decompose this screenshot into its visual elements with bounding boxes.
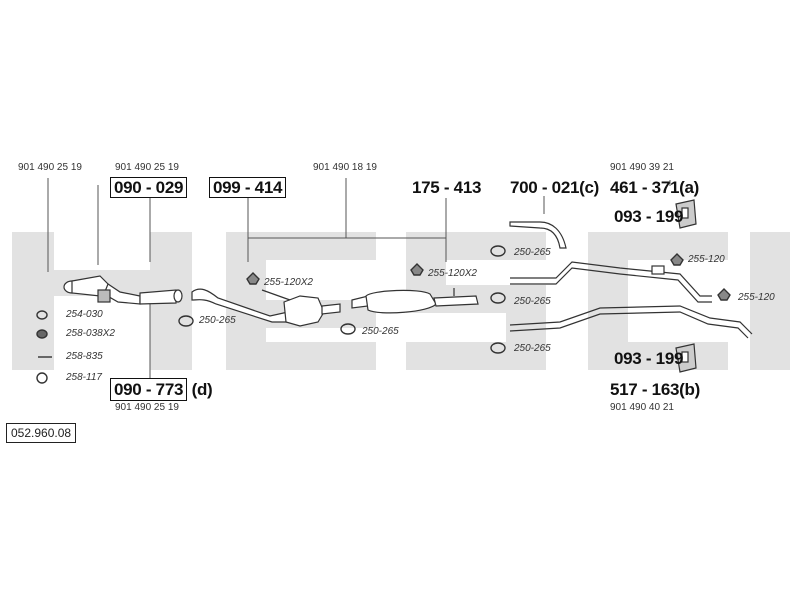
acc-clamp-tail-3: 250-265 <box>514 343 551 354</box>
part-rear-silencer-b[interactable]: 517 - 163(b) <box>610 380 700 399</box>
part-catalyst[interactable]: 099 - 414 <box>209 177 287 198</box>
catalog-number: 052.960.08 <box>6 423 77 443</box>
rear-pipes[interactable] <box>509 261 753 339</box>
acc-bolt-front: 258-835 <box>66 351 103 362</box>
acc-clamp-tail-1: 250-265 <box>514 247 551 258</box>
part-rear-silencer-a[interactable]: 461 - 371(a) <box>610 178 700 197</box>
catalyst[interactable] <box>191 288 341 327</box>
acc-ring-front: 258-038X2 <box>66 328 115 339</box>
part-front-pipe-alt-number[interactable]: 090 - 773 <box>110 378 188 401</box>
oem-rear-lower: 901 490 40 21 <box>610 402 674 413</box>
part-front-pipe-alt[interactable]: 090 - 773 (d) <box>110 378 213 401</box>
acc-clamp-mid: 250-265 <box>362 326 399 337</box>
acc-clamp-front-1: 254-030 <box>66 309 103 320</box>
part-mount-lower[interactable]: 093 - 199 <box>614 349 684 368</box>
acc-clamp-cat-2: 255-120X2 <box>264 277 313 288</box>
acc-clamp-tail-2: 250-265 <box>514 296 551 307</box>
oem-middle: 901 490 18 19 <box>313 162 377 173</box>
acc-gasket-front: 258-117 <box>66 372 102 383</box>
part-middle-silencer[interactable]: 175 - 413 <box>412 178 482 197</box>
acc-clamp-rear-1: 255-120 <box>688 254 725 265</box>
oem-rear-upper: 901 490 39 21 <box>610 162 674 173</box>
part-tail-pipe[interactable]: 700 - 021(c) <box>510 178 600 197</box>
acc-clamp-mid-2: 255-120X2 <box>428 268 477 279</box>
oem-front-left: 901 490 25 19 <box>18 162 82 173</box>
part-front-pipe[interactable]: 090 - 029 <box>110 177 188 198</box>
middle-silencer[interactable] <box>351 288 479 314</box>
rubber-mount-lower[interactable] <box>675 343 697 373</box>
oem-front-pipe: 901 490 25 19 <box>115 162 179 173</box>
part-mount-upper[interactable]: 093 - 199 <box>614 207 684 226</box>
acc-clamp-rear-2: 255-120 <box>738 292 775 303</box>
front-pipe[interactable] <box>63 275 183 305</box>
acc-clamp-cat: 250-265 <box>199 315 236 326</box>
clamp-icons <box>36 245 731 384</box>
part-front-pipe-alt-suffix: (d) <box>191 380 213 399</box>
oem-front-pipe-bottom: 901 490 25 19 <box>115 402 179 413</box>
tail-pipe[interactable] <box>509 221 567 249</box>
leader-lines <box>47 178 671 380</box>
rubber-mount-upper[interactable] <box>675 199 697 229</box>
